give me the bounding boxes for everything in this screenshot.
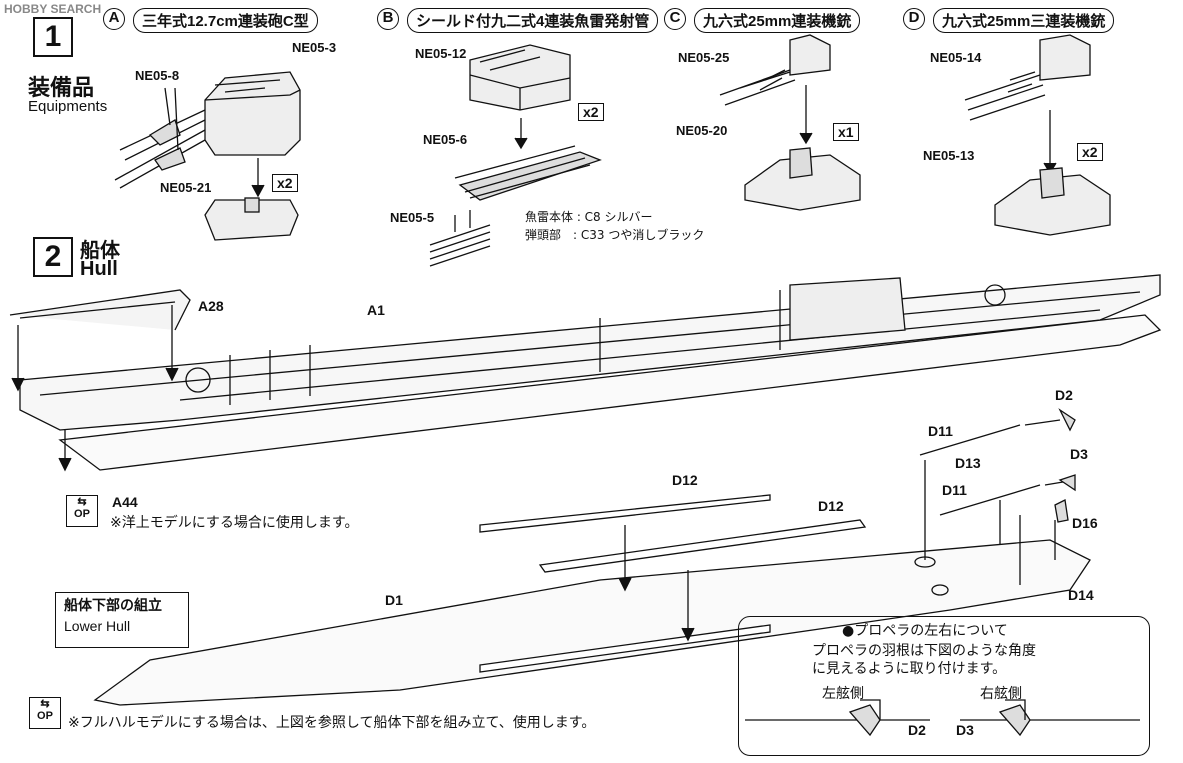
propeller-line-1: プロペラの羽根は下図のような角度 [812,643,1036,659]
part-d14: D14 [1068,587,1094,603]
propeller-line-2: に見えるように取り付けます。 [812,661,1007,677]
step-1-number: 1 [33,17,73,57]
part-ne05-3: NE05-3 [292,40,337,55]
part-d11-lower: D11 [942,482,967,498]
twin-mg-drawing [719,34,861,211]
group-b-letter: B [377,8,399,30]
op-icon-waterline: ⇆ OP [66,495,98,527]
part-ne05-8: NE05-8 [135,68,180,83]
propeller-starboard-label: 右舷側 [980,686,1022,702]
part-ne05-12: NE05-12 [415,46,467,61]
triple-mg-drawing [964,34,1111,236]
part-d3: D3 [1070,446,1088,462]
lower-hull-title-jp: 船体下部の組立 [64,598,162,614]
part-d12-lower: D12 [818,498,844,514]
part-a44: A44 [112,494,138,510]
part-d16: D16 [1072,515,1098,531]
group-b-quantity: x2 [578,103,604,121]
propeller-orientation-box [738,616,1150,756]
step-2-title-en: Hull [80,258,118,280]
torpedo-launcher-drawing [429,44,602,267]
part-ne05-21: NE05-21 [160,180,212,195]
group-a-title: 三年式12.7cm連装砲C型 [133,8,318,33]
propeller-title: ●プロペラの左右について [842,623,1008,639]
group-c-letter: C [664,8,686,30]
group-c-title: 九六式25mm連装機銃 [694,8,861,33]
propeller-inset-drawing [745,699,1140,737]
group-b-title: シールド付九二式4連装魚雷発射管 [407,8,659,33]
part-ne05-6: NE05-6 [423,132,468,147]
note-waterline: ※洋上モデルにする場合に使用します。 [110,515,359,531]
part-ne05-14: NE05-14 [930,50,982,65]
propeller-port-label: 左舷側 [822,686,864,702]
part-d13: D13 [955,455,981,471]
group-a-header: A [103,8,127,30]
lower-hull-drawing [93,408,1091,706]
lower-hull-box: 船体下部の組立 Lower Hull [55,592,189,648]
op-label: OP [74,508,90,520]
group-d-title: 九六式25mm三連装機銃 [933,8,1115,33]
group-b-paint-warhead: 弾頭部 : C33 つや消しブラック [525,228,705,242]
group-a-letter: A [103,8,125,30]
group-b-header: B [377,8,401,30]
part-ne05-13: NE05-13 [923,148,975,163]
part-ne05-25: NE05-25 [678,50,730,65]
propeller-port-part: D2 [908,722,926,738]
op-arrows-icon-2: ⇆ [40,698,50,710]
step-1-title-en: Equipments [28,98,108,115]
part-d11-upper: D11 [928,423,953,439]
lower-hull-title-en: Lower Hull [64,618,131,634]
group-c-header: C [664,8,688,30]
group-b-paint-body: 魚雷本体 : C8 シルバー [525,210,653,224]
part-ne05-5: NE05-5 [390,210,435,225]
watermark: HOBBY SEARCH [4,2,102,16]
op-icon-fullhull: ⇆ OP [29,697,61,729]
group-d-quantity: x2 [1077,143,1103,161]
part-d2: D2 [1055,387,1073,403]
step-2-number: 2 [33,237,73,277]
note-fullhull: ※フルハルモデルにする場合は、上図を参照して船体下部を組み立て、使用します。 [68,715,596,731]
step-1-title-jp: 装備品 [28,76,95,101]
group-a-quantity: x2 [272,174,298,192]
op-arrows-icon: ⇆ [77,496,87,508]
group-d-header: D [903,8,927,30]
step-2-title-jp: 船体 [80,238,120,262]
op-label-2: OP [37,710,53,722]
group-d-letter: D [903,8,925,30]
part-ne05-20: NE05-20 [676,123,728,138]
twin-gun-turret-drawing [114,71,301,241]
part-a28: A28 [198,298,224,314]
propeller-starboard-part: D3 [956,722,974,738]
hull-drawing [9,274,1162,472]
group-c-quantity: x1 [833,123,859,141]
part-d12-upper: D12 [672,472,698,488]
part-d1: D1 [385,592,403,608]
part-a1: A1 [367,302,385,318]
